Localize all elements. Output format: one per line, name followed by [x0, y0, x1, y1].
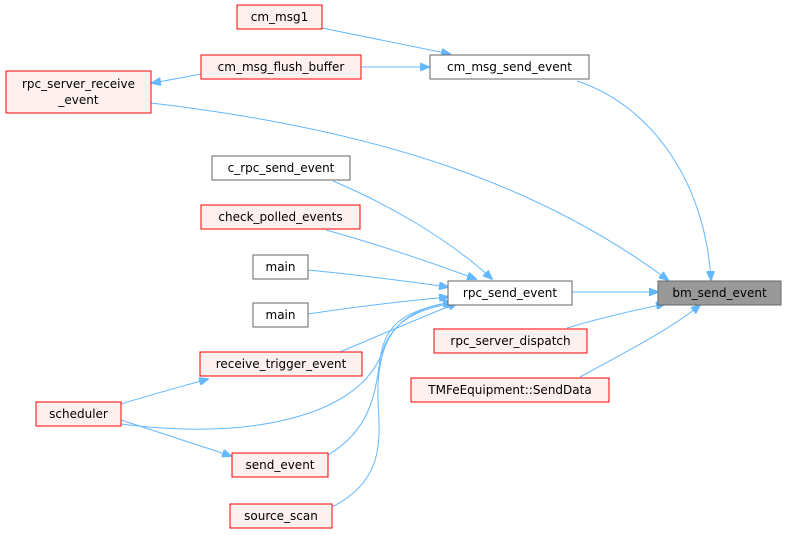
node-cm-msg-flush-buffer[interactable]: cm_msg_flush_buffer: [200, 54, 362, 80]
edge-scheduler-to-rpc-send-event: [120, 303, 455, 430]
node-label: main: [266, 260, 296, 274]
edge-main1-to-rpc-send-event: [307, 269, 448, 287]
edge-scheduler-to-receive-trigger-event: [120, 379, 208, 405]
node-send-event[interactable]: send_event: [231, 452, 329, 478]
node-label: send_event: [245, 458, 314, 472]
node-cm-msg-send-event[interactable]: cm_msg_send_event: [429, 54, 590, 80]
node-receive-trigger-event[interactable]: receive_trigger_event: [199, 351, 363, 377]
edge-check-polled-events-to-rpc-send-event: [325, 229, 476, 279]
node-label: scheduler: [49, 407, 108, 421]
node-label: receive_trigger_event: [216, 357, 347, 371]
node-label: cm_msg_flush_buffer: [218, 60, 345, 74]
node-source-scan[interactable]: source_scan: [229, 503, 333, 529]
node-label: c_rpc_send_event: [228, 161, 335, 175]
node-check-polled-events[interactable]: check_polled_events: [200, 204, 361, 230]
edge-send-event-to-rpc-send-event: [327, 302, 452, 456]
edge-rpc-server-dispatch-to-bm-send-event: [566, 304, 665, 329]
node-tmfe-senddata[interactable]: TMFeEquipment::SendData: [410, 377, 610, 403]
node-label: rpc_server_dispatch: [450, 334, 570, 348]
node-label: cm_msg_send_event: [447, 60, 572, 74]
node-main-1[interactable]: main: [252, 254, 309, 280]
node-label: TMFeEquipment::SendData: [427, 383, 591, 397]
node-scheduler[interactable]: scheduler: [35, 401, 122, 427]
node-label: cm_msg1: [251, 10, 308, 24]
edge-rpc-server-receive-event-to-bm-send-event: [150, 102, 668, 280]
node-cm-msg1[interactable]: cm_msg1: [236, 4, 323, 30]
edge-senddata-to-bm-send-event: [579, 305, 700, 378]
node-label: main: [266, 308, 296, 322]
edge-main2-to-rpc-send-event: [307, 297, 448, 315]
node-label-line2: _event: [57, 93, 98, 107]
node-main-2[interactable]: main: [252, 302, 309, 328]
node-rpc-server-dispatch[interactable]: rpc_server_dispatch: [433, 328, 588, 354]
edge-cm-msg1-to-cm-msg-send-event: [321, 27, 450, 54]
edge-receive-trigger-event-to-rpc-send-event: [339, 303, 457, 353]
edge-c-rpc-send-event-to-rpc-send-event: [332, 180, 492, 279]
node-rpc-server-receive-event[interactable]: rpc_server_receive _event: [5, 70, 152, 114]
edge-source-scan-to-rpc-send-event: [331, 302, 452, 508]
node-label: source_scan: [244, 509, 318, 523]
node-label: check_polled_events: [218, 210, 342, 224]
node-label: bm_send_event: [672, 286, 767, 300]
node-label-line1: rpc_server_receive: [22, 77, 135, 91]
node-label: rpc_send_event: [463, 286, 557, 300]
edge-cm-msg-flush-buffer-to-rpc-server-receive-event: [152, 73, 202, 83]
node-bm-send-event[interactable]: bm_send_event: [657, 280, 782, 306]
node-c-rpc-send-event[interactable]: c_rpc_send_event: [211, 155, 351, 181]
node-rpc-send-event[interactable]: rpc_send_event: [447, 280, 573, 306]
edge-scheduler-to-send-event: [120, 419, 231, 456]
edge-cm-msg-send-event-to-bm-send-event: [576, 80, 711, 280]
